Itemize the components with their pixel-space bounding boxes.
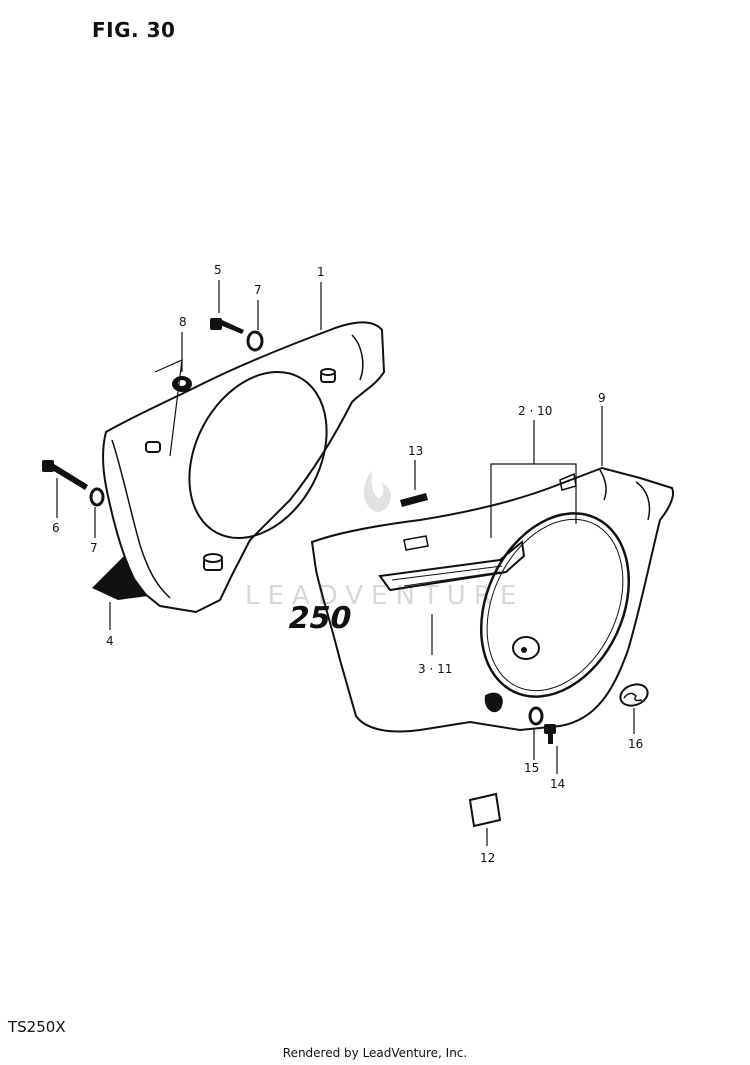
watermark: LEADVENTURE bbox=[245, 470, 524, 611]
caution-label bbox=[468, 792, 502, 846]
render-credit: Rendered by LeadVenture, Inc. bbox=[282, 1046, 468, 1060]
emblem-250: 250 bbox=[285, 601, 355, 636]
callout-7-upper: 7 bbox=[254, 283, 262, 297]
callout-7-lower: 7 bbox=[90, 541, 98, 555]
grommet bbox=[154, 359, 192, 457]
callout-12: 12 bbox=[480, 851, 495, 865]
model-code: TS250X bbox=[8, 1018, 66, 1036]
screw-right bbox=[544, 724, 558, 774]
bolt-lower bbox=[42, 460, 88, 518]
emblem-text: 250 bbox=[285, 601, 355, 636]
small-emblem bbox=[619, 683, 649, 734]
callout-3-11: 3 · 11 bbox=[418, 662, 452, 676]
callout-13: 13 bbox=[408, 444, 423, 458]
watermark-text: LEADVENTURE bbox=[245, 581, 524, 611]
callout-14: 14 bbox=[550, 777, 565, 791]
leader-2-10 bbox=[490, 420, 577, 538]
washer-right bbox=[528, 706, 544, 760]
callout-9: 9 bbox=[598, 391, 606, 405]
callout-4: 4 bbox=[106, 634, 114, 648]
callout-16: 16 bbox=[628, 737, 643, 751]
screw-upper bbox=[210, 280, 244, 334]
washer-upper bbox=[246, 300, 264, 352]
callout-6: 6 bbox=[52, 521, 60, 535]
callout-5: 5 bbox=[214, 263, 222, 277]
callout-2-10: 2 · 10 bbox=[518, 404, 552, 418]
callout-15: 15 bbox=[524, 761, 539, 775]
right-frame-cover bbox=[310, 466, 674, 733]
callouts: 1 2 · 10 3 · 11 4 5 6 7 7 8 9 12 13 14 1… bbox=[52, 263, 643, 865]
clip-plate bbox=[400, 493, 428, 507]
callout-1: 1 bbox=[317, 265, 325, 279]
leader-lines bbox=[109, 282, 603, 655]
left-frame-cover bbox=[102, 321, 386, 614]
washer-lower bbox=[89, 487, 105, 538]
figure-title: FIG. 30 bbox=[92, 18, 176, 42]
callout-8: 8 bbox=[179, 315, 187, 329]
cover-stay bbox=[92, 556, 148, 600]
